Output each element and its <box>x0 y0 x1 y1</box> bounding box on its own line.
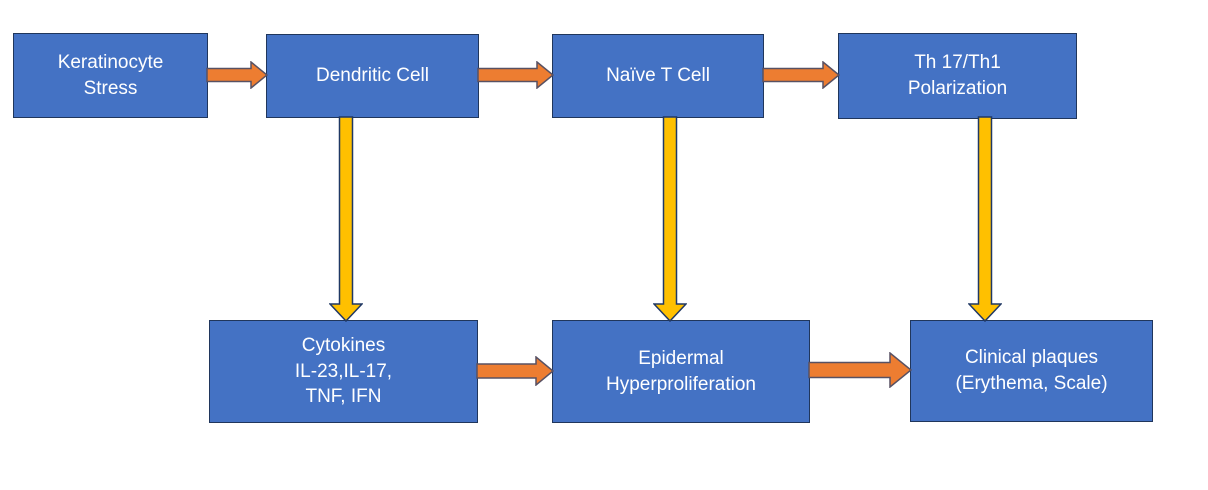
node-dendritic-cell: Dendritic Cell <box>266 34 479 118</box>
arrow-dendritic-to-cytokines-icon <box>329 116 363 322</box>
arrow-epidermal-to-clinical-icon <box>808 352 912 388</box>
arrow-keratinocyte-to-dendritic-icon <box>206 61 268 89</box>
arrow-naive-to-epidermal-icon <box>653 116 687 322</box>
node-naive-t-cell: Naïve T Cell <box>552 34 764 118</box>
node-cytokines: Cytokines IL-23,IL-17, TNF, IFN <box>209 320 478 423</box>
arrow-th17-to-clinical-icon <box>968 116 1002 322</box>
node-th17-th1-polarization: Th 17/Th1 Polarization <box>838 33 1077 119</box>
arrow-naive-to-th17-icon <box>762 61 840 89</box>
arrow-dendritic-to-naive-icon <box>477 61 554 89</box>
node-clinical-plaques: Clinical plaques (Erythema, Scale) <box>910 320 1153 422</box>
node-keratinocyte-stress: Keratinocyte Stress <box>13 33 208 118</box>
node-epidermal-hyperproliferation: Epidermal Hyperproliferation <box>552 320 810 423</box>
arrow-cytokines-to-epidermal-icon <box>476 356 554 386</box>
